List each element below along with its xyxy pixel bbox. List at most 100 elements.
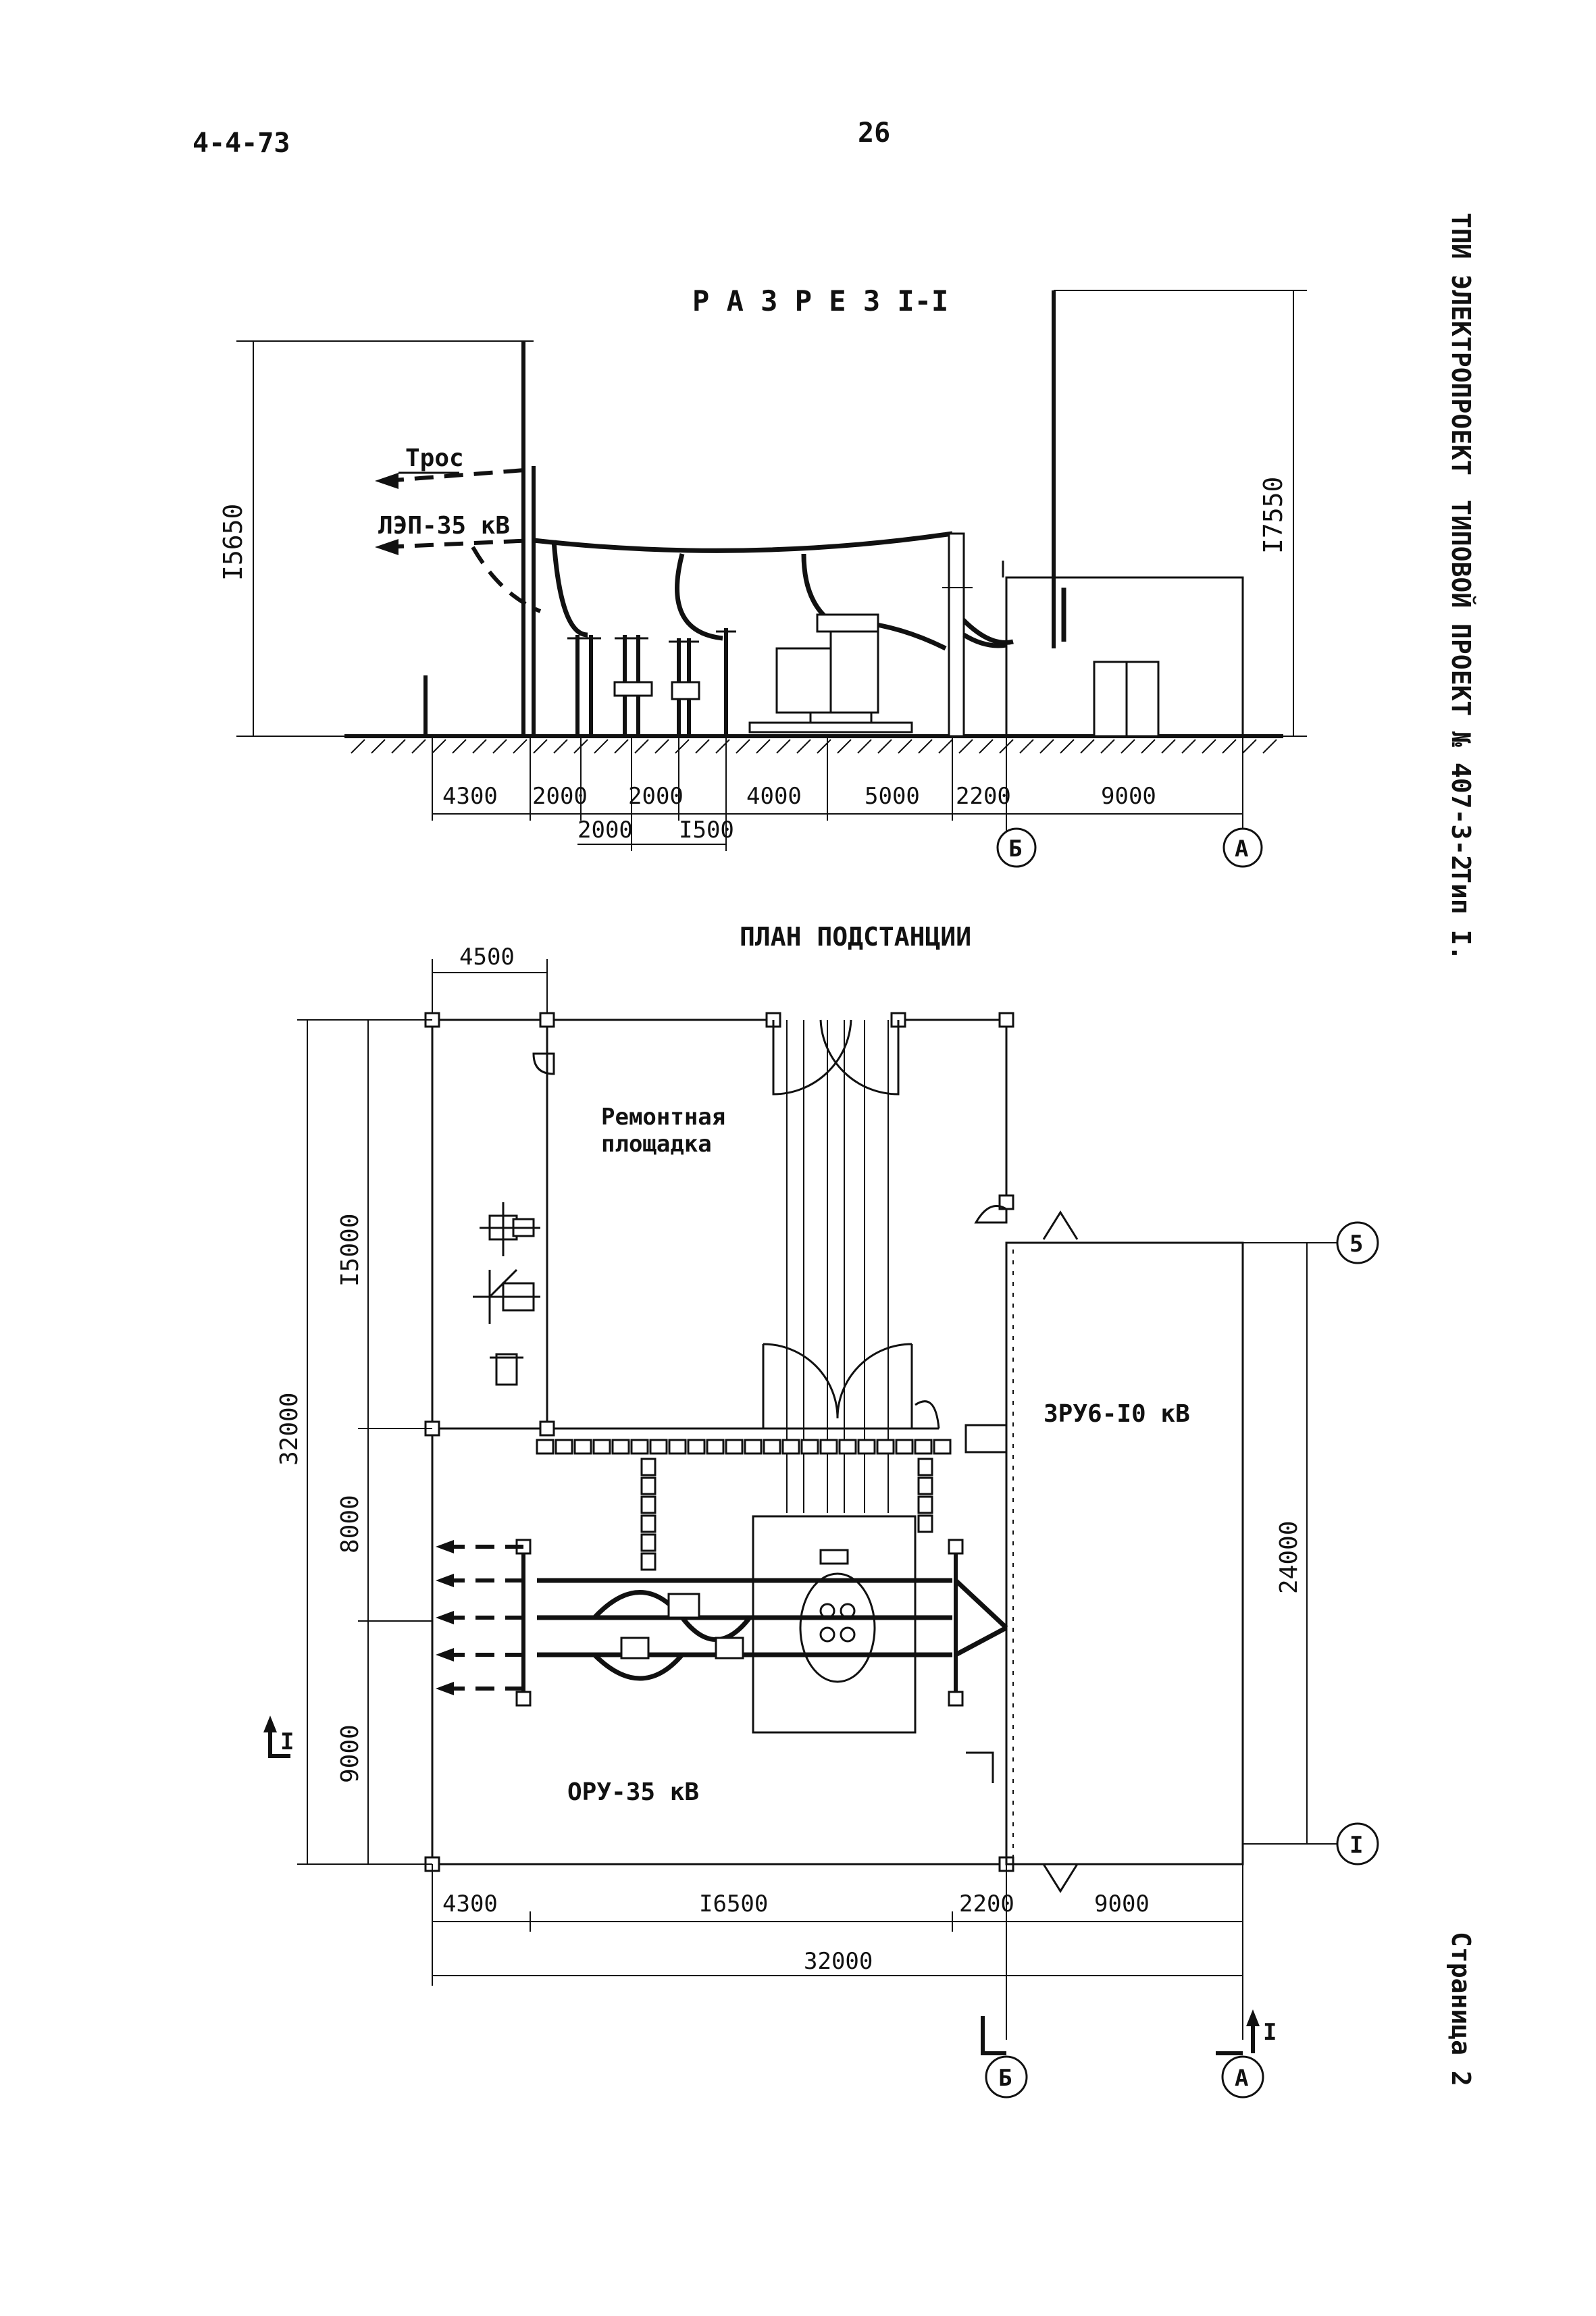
roadway (786, 1020, 889, 1513)
cable-tray-segment (640, 1495, 657, 1514)
cable-tray-segment (914, 1439, 933, 1455)
cable-tray-segment (640, 1552, 657, 1571)
side-project: ТИПОВОЙ ПРОЕКТ № 407-3-2 (1446, 500, 1476, 871)
hatch-stroke (654, 739, 669, 754)
hatch-stroke (736, 739, 750, 754)
transformer-foundation (752, 1515, 917, 1734)
hatch-stroke (1222, 739, 1237, 754)
cable-tray-segment (917, 1495, 933, 1514)
overhead-bus (533, 531, 953, 553)
drop-1 (551, 540, 588, 638)
cable-tray-segment (630, 1439, 649, 1455)
sdim-7: 9000 (1101, 783, 1156, 810)
oru-label: ОРУ-35 кВ (567, 1778, 699, 1806)
cable-tray-segment (640, 1533, 657, 1552)
axis-bubble-1 (1336, 1822, 1379, 1865)
hatch-stroke (1100, 739, 1115, 754)
sdim-1: 4300 (442, 783, 498, 810)
section-arrow-bottom (1246, 2009, 1260, 2026)
hatch-stroke (938, 739, 953, 754)
cable-tray-segment (536, 1439, 555, 1455)
dim-left-total: 32000 (276, 1393, 303, 1466)
hatch-stroke (979, 739, 994, 754)
zru-label: ЗРУ6-I0 кВ (1044, 1400, 1190, 1428)
hatch-stroke (918, 739, 933, 754)
axis-b-section: Б (1008, 835, 1022, 863)
axis-bubble-5 (1336, 1221, 1379, 1264)
hatch-stroke (898, 739, 912, 754)
cable-tray-segment (640, 1476, 657, 1495)
hatch-stroke (695, 739, 710, 754)
plan-bottom-dimensions (432, 1864, 1243, 2040)
cable-tray-segment (800, 1439, 819, 1455)
wicket-top (532, 1052, 555, 1075)
section-mark-left (268, 1722, 290, 1758)
sdim-2: 2000 (532, 783, 588, 810)
section-arrow-left (263, 1716, 277, 1732)
section-dim-texts: 4300 2000 2000 4000 5000 2200 9000 2000 … (442, 783, 1156, 844)
page-number: 26 (858, 118, 890, 149)
line-drop-dashed (471, 546, 542, 613)
dim-left-15000: I5000 (336, 1214, 364, 1287)
hatch-stroke (1121, 739, 1135, 754)
axis-bubble-b-section (996, 827, 1037, 868)
corner-mark (966, 1751, 994, 1783)
inner-gate-right (836, 1343, 913, 1429)
inner-gate-left (762, 1343, 839, 1429)
zru-building-section (962, 290, 1244, 738)
hatch-stroke (533, 739, 548, 754)
hatch-stroke (1019, 739, 1034, 754)
hatch-stroke (351, 739, 365, 754)
height-left-label: I5650 (218, 504, 248, 581)
hatch-stroke (391, 739, 406, 754)
section-mark-left-label: I (280, 1728, 294, 1755)
section-title: Р А З Р Е З I-I (692, 284, 948, 317)
hatch-stroke (411, 739, 426, 754)
pdim-3: 2200 (959, 1890, 1014, 1918)
hatch-stroke (715, 739, 730, 754)
side-type: Тип I. (1446, 868, 1476, 960)
zru-entry-box (964, 1424, 1008, 1453)
hatch-stroke (432, 739, 446, 754)
cable-tray-segment (555, 1439, 573, 1455)
bushing-3 (819, 1626, 835, 1643)
zru-lead-in (962, 632, 1007, 648)
gate-right-leaf (819, 1019, 900, 1096)
portal-right-post (948, 532, 965, 738)
cable-tray-segment (573, 1439, 592, 1455)
hatch-stroke (1141, 739, 1156, 754)
cable-tray-segment (933, 1439, 952, 1455)
cable-tray-segment (640, 1458, 657, 1476)
hatch-stroke (371, 739, 386, 754)
transformer-rails (748, 721, 913, 734)
plan-view: ПЛАН ПОДСТАНЦИИ 4500 (263, 922, 1379, 2099)
section-dim-ticks (432, 736, 1243, 851)
hatch-stroke (492, 739, 507, 754)
cable-label: Трос (405, 444, 464, 472)
hatch-stroke (594, 739, 609, 754)
cable-tray-segment (640, 1514, 657, 1533)
axis-a-plan: А (1235, 2065, 1248, 2092)
side-org: ТПИ ЭЛЕКТРОПРОЕКТ (1446, 213, 1476, 475)
cable-tray-segment (917, 1476, 933, 1495)
zru-door-top (974, 1205, 1008, 1224)
oru-busbars (515, 1539, 1008, 1707)
drop-3 (801, 553, 833, 623)
sdim-row2-1: 2000 (577, 817, 633, 844)
cable-tray-segment (611, 1439, 630, 1455)
hatch-stroke (796, 739, 811, 754)
hatch-stroke (817, 739, 831, 754)
cable-tray-segment (592, 1439, 611, 1455)
sdim-4: 4000 (746, 783, 802, 810)
cable-tray-segment (838, 1439, 857, 1455)
hatch-stroke (756, 739, 771, 754)
fence-outer-left (431, 1019, 1006, 1865)
line-arrow (375, 539, 398, 555)
axis-a-section: А (1235, 835, 1248, 863)
section-view: Р А З Р Е З I-I I5650 I7550 Трос ЛЭП-35 … (218, 284, 1307, 868)
hatch-stroke (472, 739, 487, 754)
plan-left-dimensions (297, 1019, 432, 1865)
hatch-stroke (1262, 739, 1277, 754)
pdim-1: 4300 (442, 1890, 498, 1918)
